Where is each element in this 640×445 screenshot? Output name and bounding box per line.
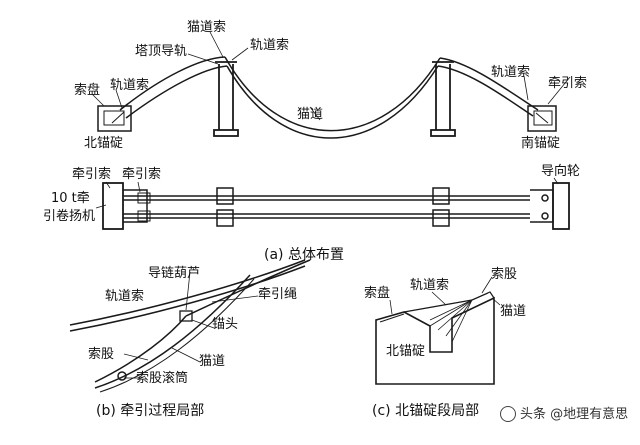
- label-catwalk-a: 猫道: [297, 107, 324, 122]
- catwalk-cable-right-span: [439, 57, 539, 111]
- catwalk-cable-main: [224, 56, 441, 132]
- splay-strands: [429, 299, 473, 343]
- left-tower: [213, 61, 239, 137]
- rail-cable-upper: [69, 259, 306, 326]
- anchor-head-shape: [179, 310, 193, 322]
- label-anchor-head: 锚头: [212, 317, 239, 332]
- bridge-plan: [95, 177, 570, 230]
- label-rail-cable-right: 轨道索: [491, 65, 531, 80]
- rail-cable-lower: [69, 265, 306, 332]
- elevation-leader-lines: [91, 31, 571, 121]
- label-haul-cable-1: 牵引索: [72, 167, 112, 182]
- label-haul-cable-right: 牵引索: [548, 76, 588, 91]
- panel-c-drawing: [375, 276, 501, 385]
- north-anchor-block: [97, 105, 132, 132]
- label-guide-wheel: 导向轮: [541, 164, 581, 179]
- label-north-anchor-c: 北锚碇: [386, 344, 426, 359]
- right-tower: [430, 61, 456, 137]
- catwalk-cable-left-span: [119, 56, 226, 111]
- label-strand-roller: 索股滚筒: [136, 371, 189, 386]
- catwalk-deck-main: [226, 65, 439, 139]
- label-tower-guide-rail: 塔顶导轨: [135, 44, 188, 59]
- label-rail-cable-c: 轨道索: [410, 278, 450, 293]
- label-catwalk-b: 猫道: [199, 354, 226, 369]
- south-anchor-block: [527, 105, 557, 132]
- label-catwalk-cable: 猫道索: [187, 20, 227, 35]
- watermark-text: 头条 @地理有意思: [520, 407, 629, 422]
- haul-rope-b: [185, 259, 311, 317]
- label-haul-rope: 牵引绳: [258, 287, 298, 302]
- label-winch-line-1: 10 t牵: [51, 191, 90, 206]
- panel-b-drawing: [69, 259, 311, 393]
- label-haul-cable-2: 牵引索: [122, 167, 162, 182]
- label-catwalk-c: 猫道: [500, 304, 527, 319]
- anchor-outline: [375, 296, 495, 385]
- label-rail-cable-b: 轨道索: [105, 289, 145, 304]
- label-strand-c: 索股: [491, 267, 518, 282]
- label-cable-tray-c: 索盘: [364, 286, 391, 301]
- caption-b: (b) 牵引过程局部: [96, 403, 205, 419]
- label-cable-tray-a: 索盘: [74, 83, 101, 98]
- strand-diagonal: [94, 315, 187, 383]
- label-rail-cable-left: 轨道索: [110, 78, 150, 93]
- label-winch-line-2: 引卷扬机: [43, 209, 96, 224]
- label-rail-cable-top: 轨道索: [250, 38, 290, 53]
- caption-c: (c) 北锚碇段局部: [372, 403, 480, 419]
- catwalk-deck-right-span: [437, 65, 534, 117]
- caption-a: (a) 总体布置: [264, 247, 344, 263]
- label-strand-b: 索股: [88, 347, 115, 362]
- label-south-anchor: 南锚碇: [521, 136, 561, 151]
- label-chain-hoist: 导链葫芦: [148, 266, 201, 281]
- watermark-icon: [500, 406, 516, 422]
- catwalk-b: [94, 274, 251, 389]
- bridge-elevation: [91, 31, 571, 139]
- strand-roller-b: [117, 371, 127, 381]
- label-north-anchor-a: 北锚碇: [84, 136, 124, 151]
